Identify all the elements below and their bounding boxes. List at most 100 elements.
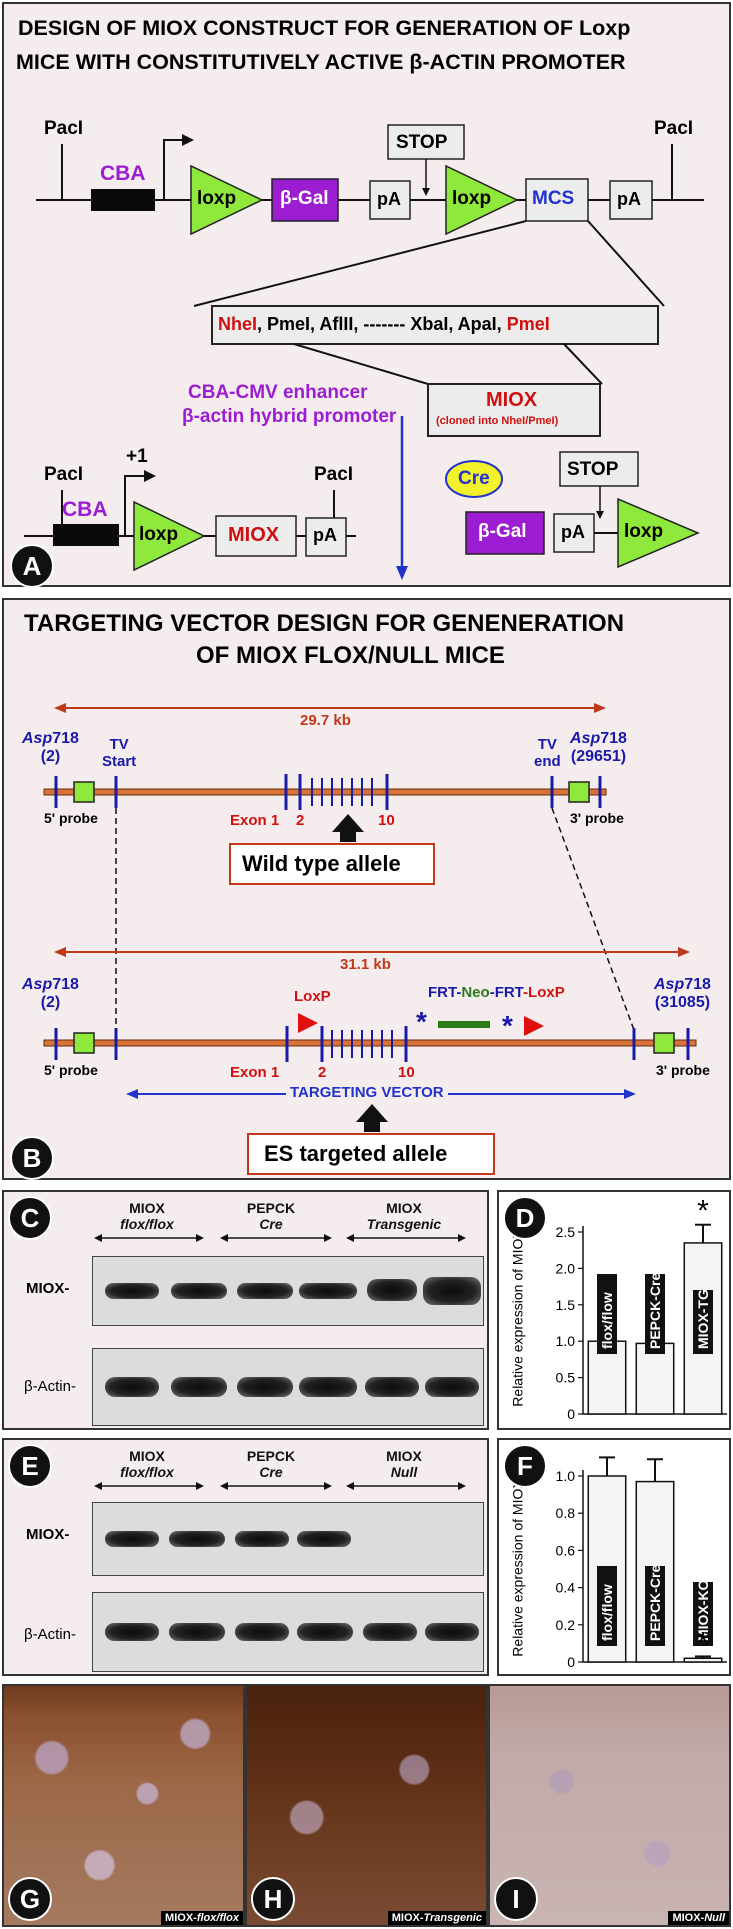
band [171,1377,227,1397]
promoter-arrow-top [163,139,182,200]
dash-2: - [489,984,495,1001]
site-middle: , PmeI, AflII, ------- XbaI, ApaI, [257,314,507,334]
band [237,1283,293,1299]
cre-ellipse [445,460,503,498]
category-label: PEPCK-Cre [645,1273,665,1354]
asp-num: 718 [684,976,711,993]
blot-actin-e [92,1592,484,1672]
band [297,1531,351,1547]
tv-end-2: end [534,753,561,770]
asp-italic: Asp [654,976,685,993]
probe3-wt [568,781,590,803]
dash-3: - [523,984,529,1001]
frt-star-1: * [416,1006,427,1037]
category-label-bg [693,1582,713,1646]
restriction-sites-box [211,305,659,345]
category-label-text: MIOX-KO [695,1579,711,1641]
pa-box-3 [305,517,347,557]
y-tick-label: 0.2 [556,1617,576,1633]
asp-site: (31085) [654,994,711,1011]
mcs-box [525,178,589,222]
band [299,1377,357,1397]
wt-exons [284,774,302,810]
label-i-name: Null [704,1912,725,1924]
dash-1: - [456,984,462,1001]
neo-cassette [438,1021,490,1028]
exon10-tg: 10 [398,1064,415,1081]
badge-d: D [503,1196,547,1240]
probe5-wt [73,781,95,803]
blot-miox-c [92,1256,484,1326]
wt-up-arrow [332,814,364,842]
panel-b-title-line2: OF MIOX FLOX/NULL MICE [196,642,505,669]
restriction-sites: NheI, PmeI, AflII, ------- XbaI, ApaI, P… [218,314,550,335]
probe3-wt-label: 3' probe [570,810,624,826]
asp718-left-wt: Asp718(2) [22,730,79,766]
miox-label-bottom: MIOX [228,524,280,546]
category-label: flox/flow [597,1566,617,1646]
tg-allele-label: ES targeted allele [264,1141,448,1166]
asp-num: 718 [600,730,627,747]
badge-b: B [10,1136,54,1180]
miox-insert-label: MIOX [486,389,538,411]
loxp-triangle-4 [617,497,700,569]
y-tick-label: 0 [567,1654,575,1670]
row-actin-e: β-Actin- [24,1626,76,1643]
category-label-text: flox/flow [599,1292,615,1349]
asp-site: (2) [40,748,61,765]
pa-box-4 [553,513,595,553]
frt-star-2: * [502,1010,513,1041]
group-c-1-line2: flox/flox [120,1216,174,1232]
cba-label-bottom: CBA [62,498,108,521]
panel-a-title-line2: MICE WITH CONSTITUTIVELY ACTIVE β-ACTIN … [16,50,626,74]
band [425,1377,479,1397]
group-arrows-c [94,1234,466,1242]
category-label-bg [693,1290,713,1354]
loxp-label-tg: LoxP [294,988,331,1005]
bgal-box-top [271,178,339,222]
badge-i: I [494,1877,538,1921]
loxp-label-1: loxp [197,188,237,209]
exon1-tg: Exon 1 [230,1064,280,1081]
asp-italic: Asp [22,730,53,747]
category-label-bg [645,1566,665,1646]
paci-right-label: PacI [654,118,694,139]
micrograph-g: G MIOX-flox/flox [2,1684,245,1927]
frt-neo-label: FRT-Neo-FRT-LoxP [428,984,565,1001]
promoter-line1: CBA-CMV enhancer [188,382,368,403]
asp-italic: Asp [22,976,53,993]
stop-label-top: STOP [396,132,448,153]
promoter-line2: β-actin hybrid promoter [182,406,397,427]
category-label-text: PEPCK-Cre [647,1565,663,1641]
category-label-bg [597,1274,617,1354]
tv-end-1: TV [537,736,557,753]
group-e-3-line2: Null [390,1464,418,1480]
label-h-prefix: MIOX- [391,1912,424,1924]
label-g: MIOX-flox/flox [161,1911,243,1925]
band [171,1283,227,1299]
row-miox-e: MIOX- [26,1526,70,1543]
tg-allele-bar [43,1039,697,1047]
asp-num: 718 [52,730,79,747]
stop-box-top [387,124,465,160]
y-tick-label: 1.5 [556,1297,576,1313]
bar [683,1657,723,1663]
row-actin-c: β-Actin- [24,1378,76,1395]
loxp-label-3: loxp [139,524,179,545]
bgal-label-bottom: β-Gal [478,521,527,542]
loxp-triangle-3 [133,500,206,572]
ylabel-d: Relative expression of MIOX [509,1229,526,1407]
group-c-2-line2: Cre [259,1216,283,1232]
y-tick-label: 0.5 [556,1370,576,1386]
category-label-text: flox/flow [599,1584,615,1641]
bgal-box-bottom [465,511,545,555]
cba-box-bottom [53,524,119,546]
badge-c: C [8,1196,52,1240]
group-c-1-line1: MIOX [129,1200,165,1216]
pa-label-2: pA [617,189,641,209]
pa-box-2 [609,180,653,220]
frt-1: FRT [428,984,457,1001]
